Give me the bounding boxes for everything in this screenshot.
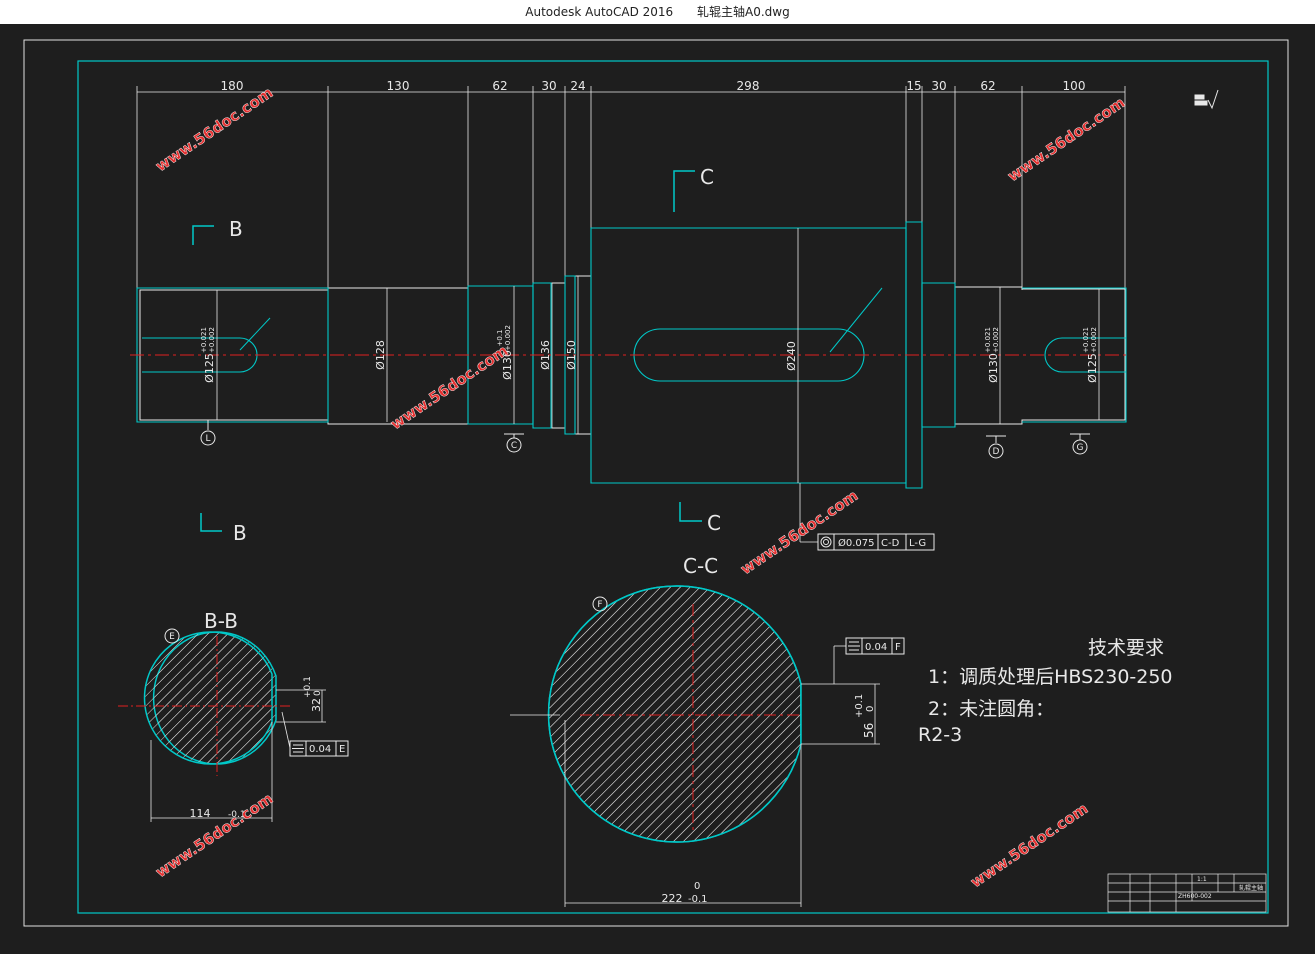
tb-name: 轧辊主轴 xyxy=(1239,884,1263,892)
roughness-symbol xyxy=(1194,89,1219,110)
dim-15: 15 xyxy=(906,79,921,93)
sym-e-ref: E xyxy=(339,744,345,755)
dia-150: Ø150 xyxy=(565,340,578,370)
top-dimension-chain xyxy=(136,86,1126,420)
tol-130-right-bot: +0.002 xyxy=(992,327,1000,353)
dia-128: Ø128 xyxy=(374,340,387,370)
outer-frame xyxy=(23,39,1289,927)
section-bb: E 114 -0.1 32 +0.1 0 xyxy=(118,628,326,822)
gdt-runout-frame[interactable]: Ø0.075 C-D L-G xyxy=(799,483,935,551)
bb-width: 114 xyxy=(190,807,211,820)
sym-f-ref: F xyxy=(895,642,901,653)
section-c-top: C xyxy=(700,165,714,189)
section-bb-title: B-B xyxy=(204,609,238,633)
tol-125-left-bot: +0.002 xyxy=(208,327,216,353)
watermark-6: www.56doc.com xyxy=(967,799,1091,891)
section-cc: F 222 -0.1 0 56 +0.1 0 xyxy=(510,585,880,907)
tol-125-right-bot: +0.002 xyxy=(1090,327,1098,353)
gdt-sym-f-frame[interactable]: 0.04 F xyxy=(833,637,905,684)
datum-e: E xyxy=(169,632,175,642)
sym-f-value: 0.04 xyxy=(865,642,887,653)
section-cc-title: C-C xyxy=(683,554,718,578)
runout-value: Ø0.075 xyxy=(838,537,875,549)
tech-line3: R2-3 xyxy=(918,724,962,746)
tol-125-left-top: +0.021 xyxy=(200,327,208,353)
dim-24: 24 xyxy=(570,79,585,93)
runout-ref2: L-G xyxy=(909,538,926,549)
watermark-1: www.56doc.com xyxy=(152,83,276,175)
tech-line1: 1：调质处理后HBS230-250 xyxy=(928,666,1173,688)
bb-width-tol: -0.1 xyxy=(228,810,246,820)
watermark-5: www.56doc.com xyxy=(152,789,276,881)
dia-125-right: Ø125 xyxy=(1086,353,1099,383)
app-name: Autodesk AutoCAD 2016 xyxy=(525,5,674,19)
datum-l: L xyxy=(205,434,210,444)
cc-width: 222 xyxy=(662,892,683,905)
dia-136: Ø136 xyxy=(539,340,552,370)
cc-width-tol: -0.1 xyxy=(688,894,708,905)
dim-100: 100 xyxy=(1063,79,1086,93)
tol-130-left-bot: +0.002 xyxy=(504,325,512,351)
dia-130-left: Ø130 xyxy=(501,350,514,380)
section-b-bottom: B xyxy=(233,521,247,545)
tol-130-left-top: +0.1 xyxy=(496,330,504,347)
dim-62b: 62 xyxy=(980,79,995,93)
cc-depth-tol-top: +0.1 xyxy=(854,694,865,718)
bb-depth-tol-bot: 0 xyxy=(313,690,323,696)
bb-depth: 32 xyxy=(310,698,323,712)
cc-depth: 56 xyxy=(862,723,876,738)
title-block xyxy=(1107,873,1267,913)
dim-298: 298 xyxy=(737,79,760,93)
section-c-bottom: C xyxy=(707,511,721,535)
inner-frame xyxy=(77,60,1269,914)
datum-d: D xyxy=(993,447,1000,457)
cc-depth-tol-bot: 0 xyxy=(865,706,876,712)
dim-30b: 30 xyxy=(931,79,946,93)
datum-g: G xyxy=(1077,443,1084,453)
dim-62a: 62 xyxy=(492,79,507,93)
runout-ref1: C-D xyxy=(881,538,900,549)
tb-part-no: ZH600-002 xyxy=(1178,893,1212,900)
dim-180: 180 xyxy=(221,79,244,93)
sym-e-value: 0.04 xyxy=(309,744,331,755)
dim-30a: 30 xyxy=(541,79,556,93)
tol-130-right-top: +0.021 xyxy=(984,327,992,353)
tol-125-right-top: +0.021 xyxy=(1082,327,1090,353)
section-b-top: B xyxy=(229,217,243,241)
dim-130: 130 xyxy=(387,79,410,93)
gdt-sym-e-frame[interactable]: 0.04 E xyxy=(281,711,349,757)
dia-240: Ø240 xyxy=(785,341,798,371)
dia-130-right: Ø130 xyxy=(987,353,1000,383)
datum-c: C xyxy=(511,441,517,451)
bb-depth-tol-top: +0.1 xyxy=(303,676,313,698)
window-title-bar: Autodesk AutoCAD 2016 轧辊主轴A0.dwg xyxy=(0,0,1315,24)
cc-width-tol-top: 0 xyxy=(694,881,700,892)
watermark-2: www.56doc.com xyxy=(1004,93,1128,185)
file-name: 轧辊主轴A0.dwg xyxy=(697,5,790,19)
datum-f: F xyxy=(597,600,602,610)
dia-125-left: Ø125 xyxy=(203,353,216,383)
tech-heading: 技术要求 xyxy=(1088,637,1164,659)
tech-line2: 2：未注圆角： xyxy=(928,698,1054,720)
drawing-canvas[interactable]: 180 130 62 30 24 298 15 30 62 100 xyxy=(0,24,1315,950)
watermark-4: www.56doc.com xyxy=(737,486,861,578)
tb-ratio: 1:1 xyxy=(1197,876,1207,883)
